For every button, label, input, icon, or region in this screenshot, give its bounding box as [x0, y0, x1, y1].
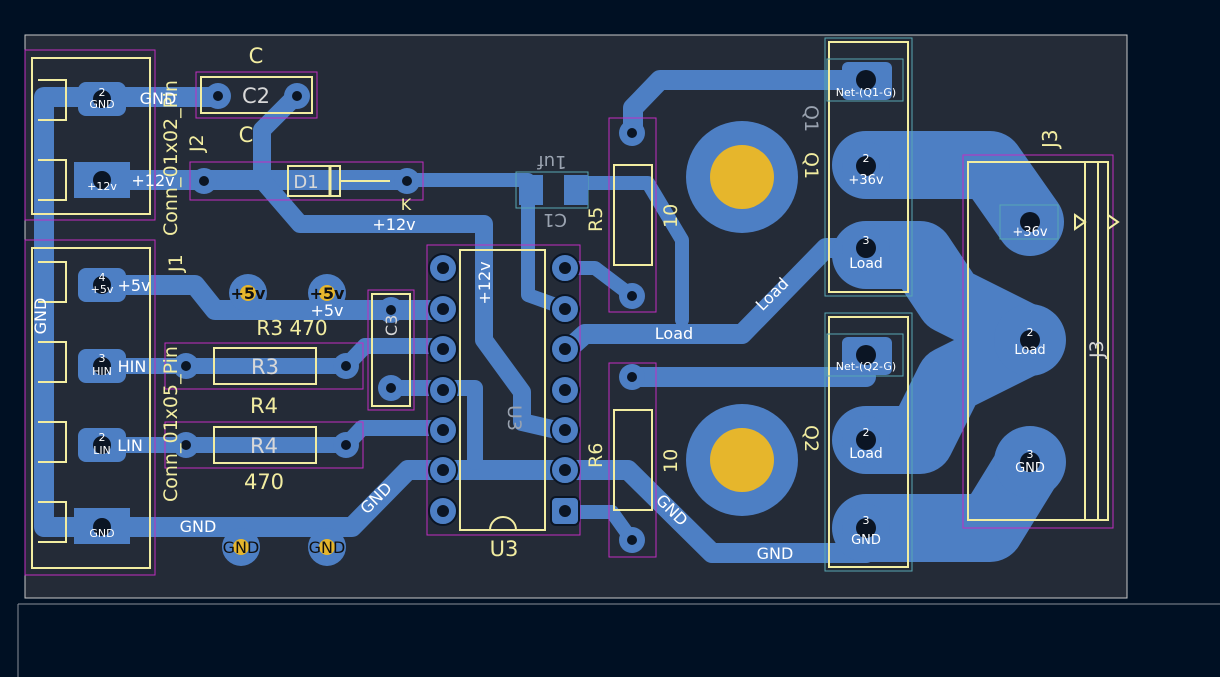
ref-j3-fab: J3 [1086, 340, 1108, 359]
via-label-gnd-2: GND [309, 538, 346, 557]
svg-text:+36v: +36v [848, 173, 883, 188]
ref-r6-value: 10 [660, 449, 682, 473]
ref-q1-silk: Q1 [800, 152, 822, 179]
ref-r5: R5 [585, 207, 607, 232]
ref-c3: C3 [382, 315, 401, 336]
ref-u3: U3 [490, 537, 519, 561]
ref-j2: J2 [186, 134, 208, 153]
svg-text:3: 3 [99, 352, 106, 365]
ref-r3: R3 [251, 355, 279, 379]
svg-text:GND: GND [89, 527, 114, 540]
trace-12v-c2-u3 [253, 86, 574, 441]
ref-r6: R6 [585, 443, 607, 468]
vias[interactable] [222, 274, 346, 566]
svg-text:4: 4 [99, 271, 106, 284]
net-label-lin: LIN [117, 436, 143, 455]
silk-labels: C C2 C D1 K R3 470 R3 R4 R4 470 U3 1uf C… [160, 44, 1108, 561]
ref-r3-value: R3 470 [256, 316, 327, 340]
drawing-sheet-frame [17, 603, 1220, 677]
ref-c1-value: 1uf [537, 151, 567, 172]
svg-text:Load: Load [849, 256, 883, 272]
net-label-12v-left: +12v [131, 171, 174, 190]
pads[interactable] [74, 62, 1066, 553]
svg-text:Load: Load [849, 446, 883, 462]
via-label-5v-2: +5v [310, 284, 346, 303]
svg-text:Load: Load [1014, 343, 1045, 358]
net-label-5v: +5v [117, 276, 150, 295]
ref-r4-silk: R4 [250, 394, 278, 418]
ref-j3: J3 [1038, 129, 1062, 150]
ref-d1-k: K [401, 195, 412, 214]
svg-text:GND: GND [89, 98, 114, 111]
net-label-gnd-right: GND [757, 544, 794, 563]
via-label-5v-1: +5v [231, 284, 267, 303]
ref-r4: R4 [250, 434, 278, 458]
ref-q1: Q1 [800, 105, 822, 132]
net-label-hin: HIN [118, 357, 147, 376]
net-label-12v-mid: +12v [372, 215, 415, 234]
pad-c1-2 [564, 175, 588, 205]
svg-text:Net-(Q2-G): Net-(Q2-G) [836, 360, 896, 373]
net-label-12v-vert: +12v [475, 261, 494, 304]
svg-text:+12v: +12v [87, 180, 117, 193]
ref-c2-value: C [239, 123, 254, 147]
via-label-gnd-1: GND [223, 538, 260, 557]
mounting-holes [686, 121, 798, 516]
svg-text:+36v: +36v [1012, 225, 1047, 240]
ref-conn-top: Conn_01x02_Pin [160, 80, 182, 236]
trace-hin [94, 338, 450, 374]
ref-c1: C1 [543, 209, 567, 230]
pad-c1-1 [519, 175, 543, 205]
net-label-gnd-bottom: GND [180, 517, 217, 536]
ref-conn-bot: Conn_01x05_Pin [160, 346, 182, 502]
ref-c2: C2 [242, 84, 270, 108]
trace-gnd-left-bus [34, 87, 228, 537]
svg-text:2: 2 [99, 86, 106, 99]
net-label-load: Load [655, 324, 693, 343]
net-label-gnd-left: GND [31, 298, 50, 335]
ref-d1: D1 [293, 172, 318, 193]
ref-j1: J1 [165, 254, 187, 273]
svg-text:GND: GND [851, 533, 881, 548]
ref-u3-fab: U3 [503, 405, 525, 431]
svg-text:HIN: HIN [92, 365, 112, 378]
svg-text:3: 3 [1027, 448, 1034, 461]
svg-text:2: 2 [863, 152, 870, 165]
svg-text:LIN: LIN [93, 444, 111, 457]
svg-text:GND: GND [1015, 461, 1045, 476]
svg-text:+5v: +5v [91, 283, 114, 296]
trace-u3-pin11 [383, 380, 483, 470]
svg-text:Net-(Q1-G): Net-(Q1-G) [836, 86, 896, 99]
net-label-5v-mid: +5v [310, 301, 343, 320]
svg-text:2: 2 [1027, 326, 1034, 339]
net-label-gnd-top: GND [140, 89, 177, 108]
footprint-outlines [24, 37, 1120, 576]
svg-text:2: 2 [863, 426, 870, 439]
ref-r5-value: 10 [660, 204, 682, 228]
svg-text:2: 2 [99, 431, 106, 444]
ref-c: C [249, 44, 264, 68]
ref-q2: Q2 [800, 425, 822, 452]
ref-r4-value: 470 [244, 470, 284, 494]
net-labels: GND +12v +12v +5v +5v HIN LIN GND GND Lo… [31, 89, 793, 563]
svg-text:3: 3 [863, 514, 870, 527]
svg-text:3: 3 [863, 234, 870, 247]
